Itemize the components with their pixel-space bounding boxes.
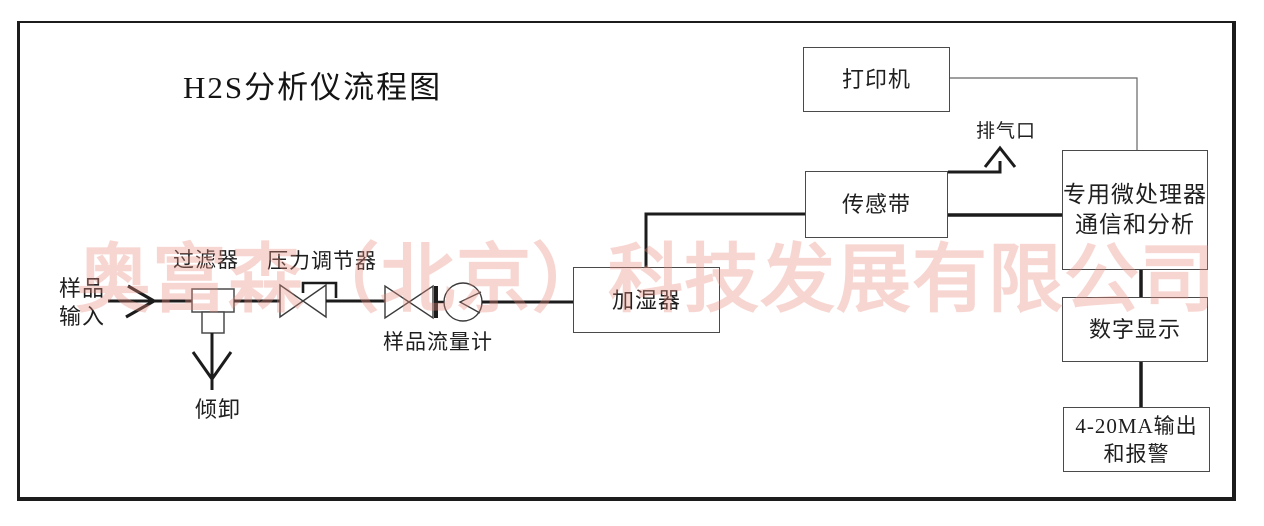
sample-flow-meter-label: 样品流量计: [383, 330, 493, 354]
sensor-belt-label: 传感带: [841, 192, 911, 217]
sample-flow-arrow-icon: [125, 284, 158, 319]
exhaust-port-label: 排气口: [975, 121, 1036, 142]
exhaust-arrow-icon: [983, 145, 1017, 168]
output-alarm-label-line2: 和报警: [1103, 441, 1170, 466]
microprocessor-label-line1: 专用微处理器: [1063, 182, 1207, 207]
diagram-title: H2S分析仪流程图: [183, 70, 443, 105]
pressure-regulator-valve-icon: [279, 281, 338, 319]
flow-meter-valve-icon: [384, 284, 444, 320]
humidifier-box: 加湿器: [573, 267, 720, 333]
microprocessor-label-line2: 通信和分析: [1075, 212, 1195, 237]
sample-input-label: 样品 输入: [56, 275, 108, 331]
output-alarm-label-line1: 4-20MA输出: [1075, 413, 1198, 438]
riser-line: [644, 212, 805, 267]
flow-meter-gauge-icon: [443, 282, 483, 322]
sensor-belt-box: 传感带: [805, 171, 948, 238]
drain-arrow-icon: [191, 351, 233, 382]
filter-symbol-icon: [191, 288, 235, 334]
filter-label: 过滤器: [173, 248, 239, 272]
digital-display-box: 数字显示: [1062, 297, 1208, 362]
exhaust-line: [948, 161, 1002, 174]
microprocessor-box: 专用微处理器 通信和分析: [1062, 150, 1208, 270]
sample-input-label-line1: 样品: [58, 276, 105, 301]
output-alarm-box: 4-20MA输出 和报警: [1063, 407, 1210, 472]
printer-label: 打印机: [841, 67, 911, 92]
diagram-border: [17, 21, 1236, 501]
pressure-regulator-label: 压力调节器: [267, 249, 377, 273]
digital-display-label: 数字显示: [1088, 317, 1181, 342]
printer-box: 打印机: [803, 47, 950, 112]
sample-input-label-line2: 输入: [58, 304, 105, 329]
humidifier-label: 加湿器: [611, 287, 681, 313]
printer-connector-line: [950, 77, 1138, 150]
drain-label: 倾卸: [194, 397, 241, 422]
